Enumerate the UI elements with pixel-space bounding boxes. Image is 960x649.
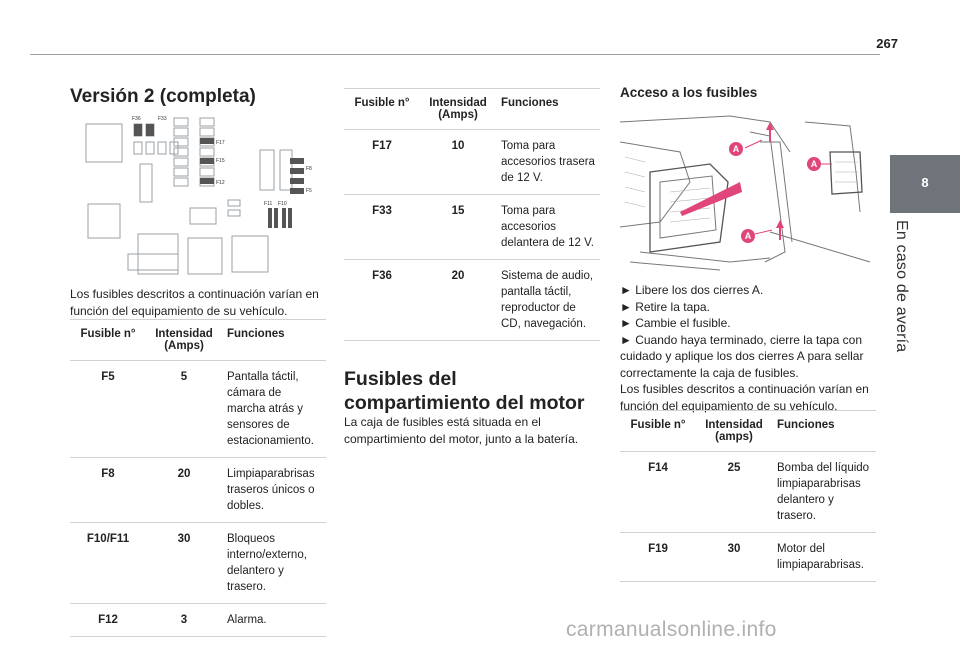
table-header-row: Fusible n° Intensidad (Amps) Funciones [344, 88, 600, 130]
table-row: F10/F11 30 Bloqueos interno/externo, del… [70, 522, 326, 604]
right-intro-text: Los fusibles descritos a continuación va… [620, 382, 869, 413]
chapter-number: 8 [921, 175, 929, 190]
function-cell: Limpiaparabrisas traseros únicos o doble… [222, 457, 326, 523]
col-header-fuse: Fusible n° [344, 88, 420, 130]
fuse-box-photo: A A A [620, 112, 872, 272]
function-cell: Sistema de audio, pantalla táctil, repro… [496, 259, 600, 341]
table-row: F19 30 Motor del limpiaparabrisas. [620, 532, 876, 582]
fuse-cell: F17 [344, 129, 420, 195]
header-rule [30, 54, 880, 55]
instruction-item: ► Retire la tapa. [620, 299, 710, 314]
fuse-cell: F10/F11 [70, 522, 146, 604]
amps-cell: 15 [420, 194, 496, 260]
callout-a-right [807, 157, 821, 171]
col-header-amps: Intensidad (Amps) [420, 88, 496, 130]
table-row: F33 15 Toma para accesorios delantera de… [344, 194, 600, 260]
page-number: 267 [876, 36, 898, 51]
function-cell: Alarma. [222, 603, 326, 637]
callout-label: A [745, 231, 752, 241]
diagram-label: F15 [216, 158, 225, 164]
amps-cell: 10 [420, 129, 496, 195]
fuse-cell: F19 [620, 532, 696, 582]
amps-cell: 30 [146, 522, 222, 604]
amps-cell: 30 [696, 532, 772, 582]
engine-fusebox-text: La caja de fusibles está situada en el c… [344, 415, 579, 446]
amps-cell: 20 [420, 259, 496, 341]
table-row: F8 20 Limpiaparabrisas traseros únicos o… [70, 457, 326, 523]
section-heading-access: Acceso a los fusibles [620, 85, 758, 100]
diagram-label: F33 [158, 116, 167, 122]
watermark: carmanualsonline.info [566, 618, 777, 641]
table-header-row: Fusible n° Intensidad (amps) Funciones [620, 410, 876, 452]
col-header-functions: Funciones [496, 88, 600, 130]
callout-a-bottom [741, 229, 755, 243]
fuse-cell: F14 [620, 451, 696, 533]
section-heading-version2: Versión 2 (completa) [70, 86, 256, 107]
diagram-label: F8 [306, 166, 312, 172]
function-cell: Bloqueos interno/externo, delantero y tr… [222, 522, 326, 604]
section-heading-engine: Fusibles del compartimiento del motor [344, 368, 585, 414]
left-intro-text: Los fusibles descritos a continuación va… [70, 287, 319, 318]
amps-cell: 25 [696, 451, 772, 533]
col-header-functions: Funciones [772, 410, 876, 452]
fuse-table-middle: Fusible n° Intensidad (Amps) Funciones F… [344, 88, 600, 341]
function-cell: Bomba del líquido limpiaparabrisas delan… [772, 451, 876, 533]
function-cell: Toma para accesorios delantera de 12 V. [496, 194, 600, 260]
callout-label: A [733, 144, 740, 154]
fuse-cell: F36 [344, 259, 420, 341]
col-header-amps: Intensidad (amps) [696, 410, 772, 452]
chapter-label-text: En caso de avería [893, 220, 910, 353]
fuse-cell: F33 [344, 194, 420, 260]
fuse-cell: F8 [70, 457, 146, 523]
instruction-list: ► Libere los dos cierres A. ► Retire la … [620, 282, 882, 414]
diagram-label: F17 [216, 140, 225, 146]
amps-cell: 5 [146, 360, 222, 458]
diagram-label: F12 [216, 180, 225, 186]
col-header-amps: Intensidad (Amps) [146, 319, 222, 361]
chapter-tab: 8 [890, 155, 960, 213]
function-cell: Motor del limpiaparabrisas. [772, 532, 876, 582]
diagram-label: F10 [278, 201, 287, 207]
fuse-cell: F5 [70, 360, 146, 458]
callout-a-top [729, 142, 743, 156]
callout-label: A [811, 159, 818, 169]
instruction-item: ► Cuando haya terminado, cierre la tapa … [620, 332, 864, 380]
table-header-row: Fusible n° Intensidad (Amps) Funciones [70, 319, 326, 361]
fuse-table-left: Fusible n° Intensidad (Amps) Funciones F… [70, 319, 326, 637]
col-header-fuse: Fusible n° [620, 410, 696, 452]
diagram-label: F36 [132, 116, 141, 122]
table-row: F14 25 Bomba del líquido limpiaparabrisa… [620, 451, 876, 533]
table-row: F36 20 Sistema de audio, pantalla táctil… [344, 259, 600, 341]
function-cell: Pantalla táctil, cámara de marcha atrás … [222, 360, 326, 458]
col-header-functions: Funciones [222, 319, 326, 361]
col-header-fuse: Fusible n° [70, 319, 146, 361]
fuse-cell: F12 [70, 603, 146, 637]
diagram-label: F11 [264, 201, 272, 207]
chapter-label: En caso de avería [890, 220, 916, 390]
instruction-item: ► Cambie el fusible. [620, 316, 731, 330]
fuse-table-right: Fusible n° Intensidad (amps) Funciones F… [620, 410, 876, 582]
table-row: F17 10 Toma para accesorios trasera de 1… [344, 129, 600, 195]
amps-cell: 20 [146, 457, 222, 523]
diagram-label: F5 [306, 188, 312, 194]
amps-cell: 3 [146, 603, 222, 637]
table-row: F12 3 Alarma. [70, 603, 326, 637]
instruction-item: ► Libere los dos cierres A. [620, 283, 764, 297]
function-cell: Toma para accesorios trasera de 12 V. [496, 129, 600, 195]
fuse-box-diagram: F36 F33 F17 F15 F12 F8 F5 F11 F10 [85, 116, 312, 275]
table-row: F5 5 Pantalla táctil, cámara de marcha a… [70, 360, 326, 458]
